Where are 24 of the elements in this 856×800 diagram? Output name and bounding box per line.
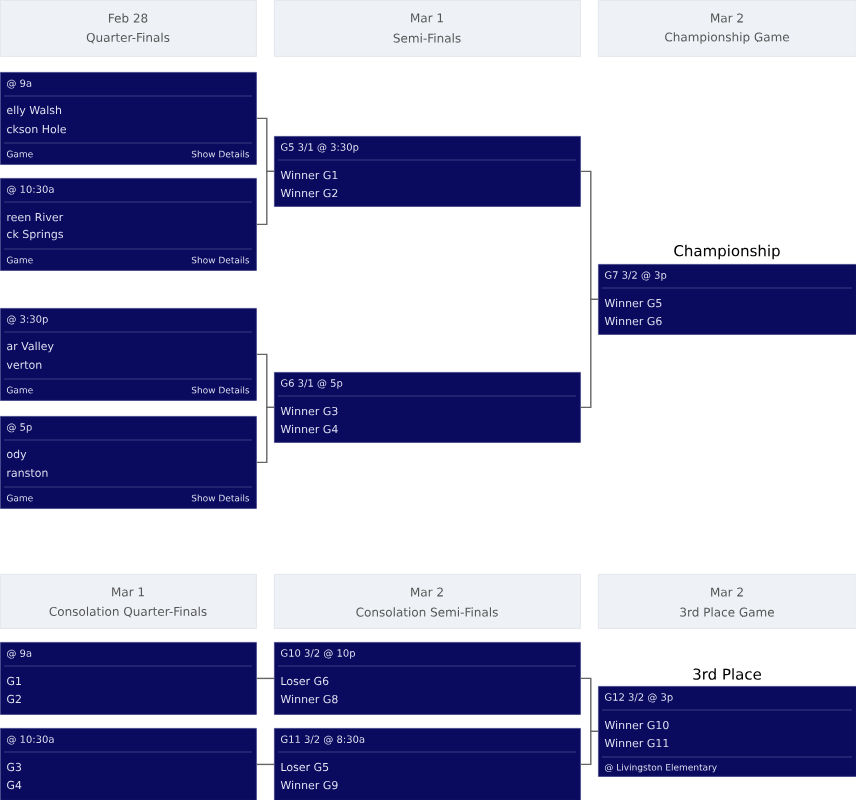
bracket-line (580, 298, 599, 409)
round-header (598, 0, 856, 57)
game-card (0, 416, 257, 509)
round-header (598, 574, 856, 629)
game-card (274, 372, 581, 443)
round-header (0, 574, 257, 629)
game-card (0, 642, 257, 715)
round-header (274, 0, 581, 57)
game-card (274, 136, 581, 207)
game-card (598, 244, 856, 335)
game-card (274, 728, 581, 800)
game-card (598, 668, 856, 777)
game-card (274, 642, 581, 715)
bracket-line (256, 763, 275, 766)
game-card (0, 728, 257, 800)
bracket-line (256, 170, 275, 226)
game-card (0, 308, 257, 401)
bracket-line (256, 406, 275, 464)
bracket-line (580, 730, 599, 766)
bracket-line (256, 677, 275, 680)
round-header (274, 574, 581, 629)
round-header (0, 0, 257, 57)
game-card (0, 72, 257, 165)
game-card (0, 178, 257, 271)
